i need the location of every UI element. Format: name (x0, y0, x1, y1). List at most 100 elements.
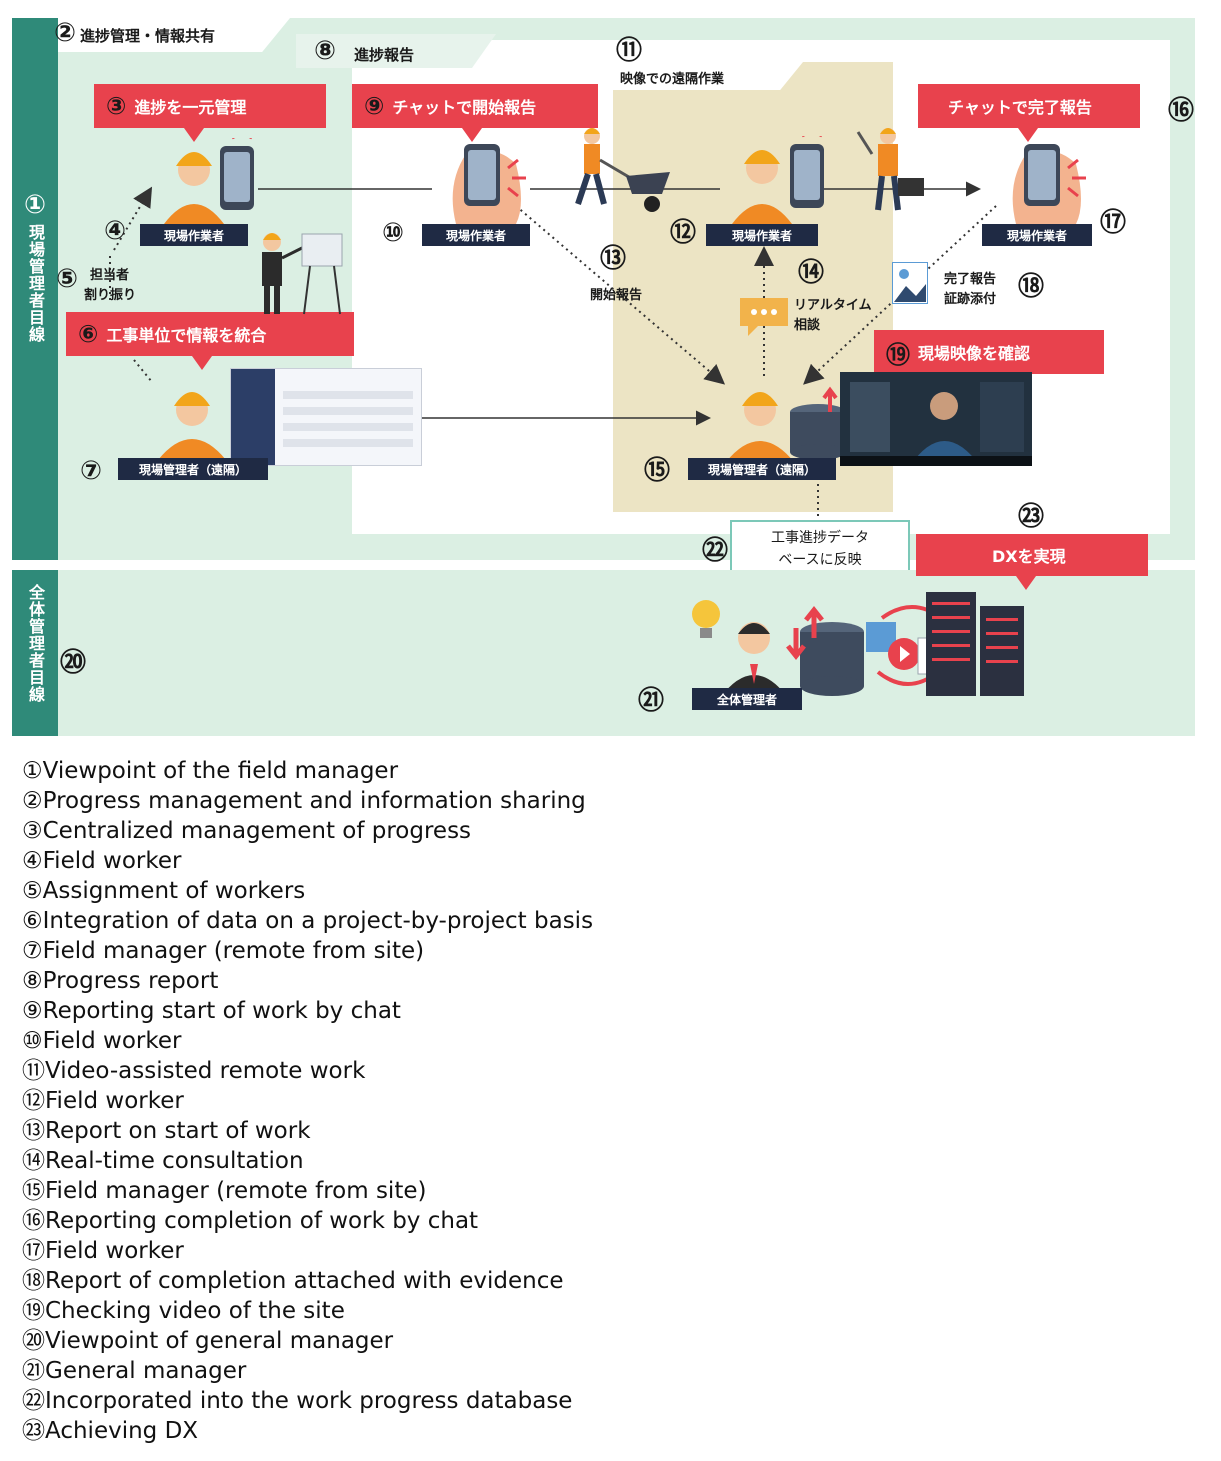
progress-report-title: 進捗報告 (354, 46, 415, 64)
legend-item: ①Viewpoint of the field manager (22, 758, 399, 784)
num-11: ⑪ (616, 36, 643, 66)
wheelbarrow-worker-icon (575, 128, 670, 212)
field-manager-15-icon (726, 386, 856, 462)
manager-7-tag: 現場管理者（遠隔） (118, 458, 268, 480)
num-15: ⑮ (644, 456, 671, 486)
worker-17-tag: 現場作業者 (982, 224, 1092, 246)
callout-start-report-text: チャットで開始報告 (392, 98, 537, 117)
legend-item: ㉓Achieving DX (22, 1418, 199, 1444)
video-remote-title: 映像での遠隔作業 (620, 72, 725, 87)
site-video-feed (840, 372, 1032, 466)
progress-report-tab (296, 34, 496, 68)
legend-item: ⑳Viewpoint of general manager (22, 1328, 394, 1354)
general-manager-tag: 全体管理者 (692, 688, 802, 710)
legend-item: ㉑General manager (22, 1358, 247, 1384)
num-7: ⑦ (80, 456, 103, 486)
legend-item: ③Centralized management of progress (22, 818, 472, 844)
num-3: ③ (106, 92, 127, 120)
legend-item: ②Progress management and information sha… (22, 788, 586, 814)
assign-label-2: 割り振り (84, 288, 137, 303)
assign-label-1: 担当者 (90, 268, 130, 283)
legend-item: ⑤Assignment of workers (22, 878, 306, 904)
num-22: ㉒ (702, 536, 729, 566)
callout-completion-report: チャットで完了報告 (918, 84, 1140, 142)
start-report-label: 開始報告 (590, 288, 643, 303)
num-10: ⑩ (382, 218, 405, 248)
num-17: ⑰ (1100, 208, 1127, 238)
general-manager-sidebar: 全体管理者目線 (12, 570, 58, 736)
field-manager-sidebar: ① 現場管理者目線 (12, 18, 58, 560)
num-20: ⑳ (60, 648, 87, 678)
general-manager-viewpoint-label: 全体管理者目線 (26, 584, 45, 703)
callout-integrate-info: ⑥ 工事単位で情報を統合 (66, 312, 354, 370)
callout-achieve-dx-text: DXを実現 (992, 547, 1066, 566)
num-19: ⑲ (886, 340, 910, 369)
legend-item: ⑪Video-assisted remote work (22, 1058, 366, 1084)
database-reflect-line2: ベースに反映 (778, 552, 862, 568)
management-dashboard-screen (230, 368, 422, 466)
num-13: ⑬ (600, 244, 627, 274)
legend-item: ㉒Incorporated into the work progress dat… (22, 1388, 573, 1414)
realtime-label-1: リアルタイム (794, 298, 872, 313)
phone-hand-icon-10 (452, 144, 526, 224)
completion-label-2: 証跡添付 (944, 292, 997, 307)
num-23: ㉓ (1018, 502, 1045, 532)
legend-item: ⑲Checking video of the site (22, 1298, 345, 1324)
legend-item: ⑩Field worker (22, 1028, 182, 1054)
manager-15-tag: 現場管理者（遠隔） (688, 458, 836, 480)
legend-item: ⑫Field worker (22, 1088, 184, 1114)
legend-list: ①Viewpoint of the field manager ②Progres… (22, 756, 593, 1446)
num-8: ⑧ (314, 36, 337, 66)
presenter-icon (262, 233, 343, 315)
num-5: ⑤ (56, 264, 79, 294)
num-1: ① (23, 190, 46, 220)
num-14: ⑭ (798, 258, 825, 288)
field-manager-viewpoint-label: 現場管理者目線 (26, 224, 45, 343)
general-manager-scene (692, 592, 1024, 698)
num-9: ⑨ (364, 92, 385, 120)
worker-12-tag: 現場作業者 (706, 224, 818, 246)
callout-check-video-text: 現場映像を確認 (918, 344, 1031, 363)
legend-item: ⑧Progress report (22, 968, 219, 994)
legend-item: ⑯Reporting completion of work by chat (22, 1208, 479, 1234)
callout-centralized-progress: ③ 進捗を一元管理 (94, 84, 326, 142)
legend-item: ⑦Field manager (remote from site) (22, 938, 425, 964)
progress-sharing-tab (58, 18, 290, 52)
legend-item: ⑥Integration of data on a project-by-pro… (22, 908, 594, 934)
chat-bubble-icon (740, 298, 788, 336)
field-worker-icon (164, 138, 254, 224)
num-21: ㉑ (638, 686, 665, 716)
callout-start-report: ⑨ チャットで開始報告 (352, 84, 598, 142)
legend-item: ④Field worker (22, 848, 182, 874)
num-18: ⑱ (1018, 272, 1045, 302)
site-video-frame (840, 372, 1032, 466)
num-16: ⑯ (1168, 96, 1195, 126)
realtime-label-2: 相談 (794, 318, 821, 333)
worker-left-tag: 現場作業者 (140, 224, 248, 246)
legend-item: ⑮Field manager (remote from site) (22, 1178, 427, 1204)
num-12: ⑫ (670, 218, 697, 248)
legend-item: ⑱Report of completion attached with evid… (22, 1268, 564, 1294)
callout-centralized-progress-text: 進捗を一元管理 (134, 98, 247, 117)
legend-item: ⑬Report on start of work (22, 1118, 311, 1144)
num-6: ⑥ (78, 320, 99, 348)
progress-sharing-title: 進捗管理・情報共有 (80, 27, 216, 45)
legend-item: ⑰Field worker (22, 1238, 184, 1264)
toolbox-worker-icon (856, 128, 924, 211)
connector-lines (109, 181, 997, 612)
callout-check-video: ⑲ 現場映像を確認 (874, 330, 1104, 388)
field-worker-12-icon (732, 136, 824, 224)
video-remote-tab (613, 62, 803, 90)
legend-item: ⑨Reporting start of work by chat (22, 998, 401, 1024)
phone-hand-icon-17 (1012, 144, 1086, 224)
completion-label-1: 完了報告 (944, 272, 997, 287)
callout-completion-report-text: チャットで完了報告 (948, 98, 1092, 117)
num-2: ② (54, 18, 77, 48)
callout-achieve-dx: DXを実現 (916, 534, 1148, 590)
legend-item: ⑭Real-time consultation (22, 1148, 304, 1174)
num-4: ④ (104, 216, 127, 246)
worker-10-tag: 現場作業者 (422, 224, 530, 246)
evidence-photo-icon (892, 262, 928, 304)
field-manager-remote-icon (158, 392, 226, 460)
database-reflect-line1: 工事進捗データ (771, 530, 869, 546)
